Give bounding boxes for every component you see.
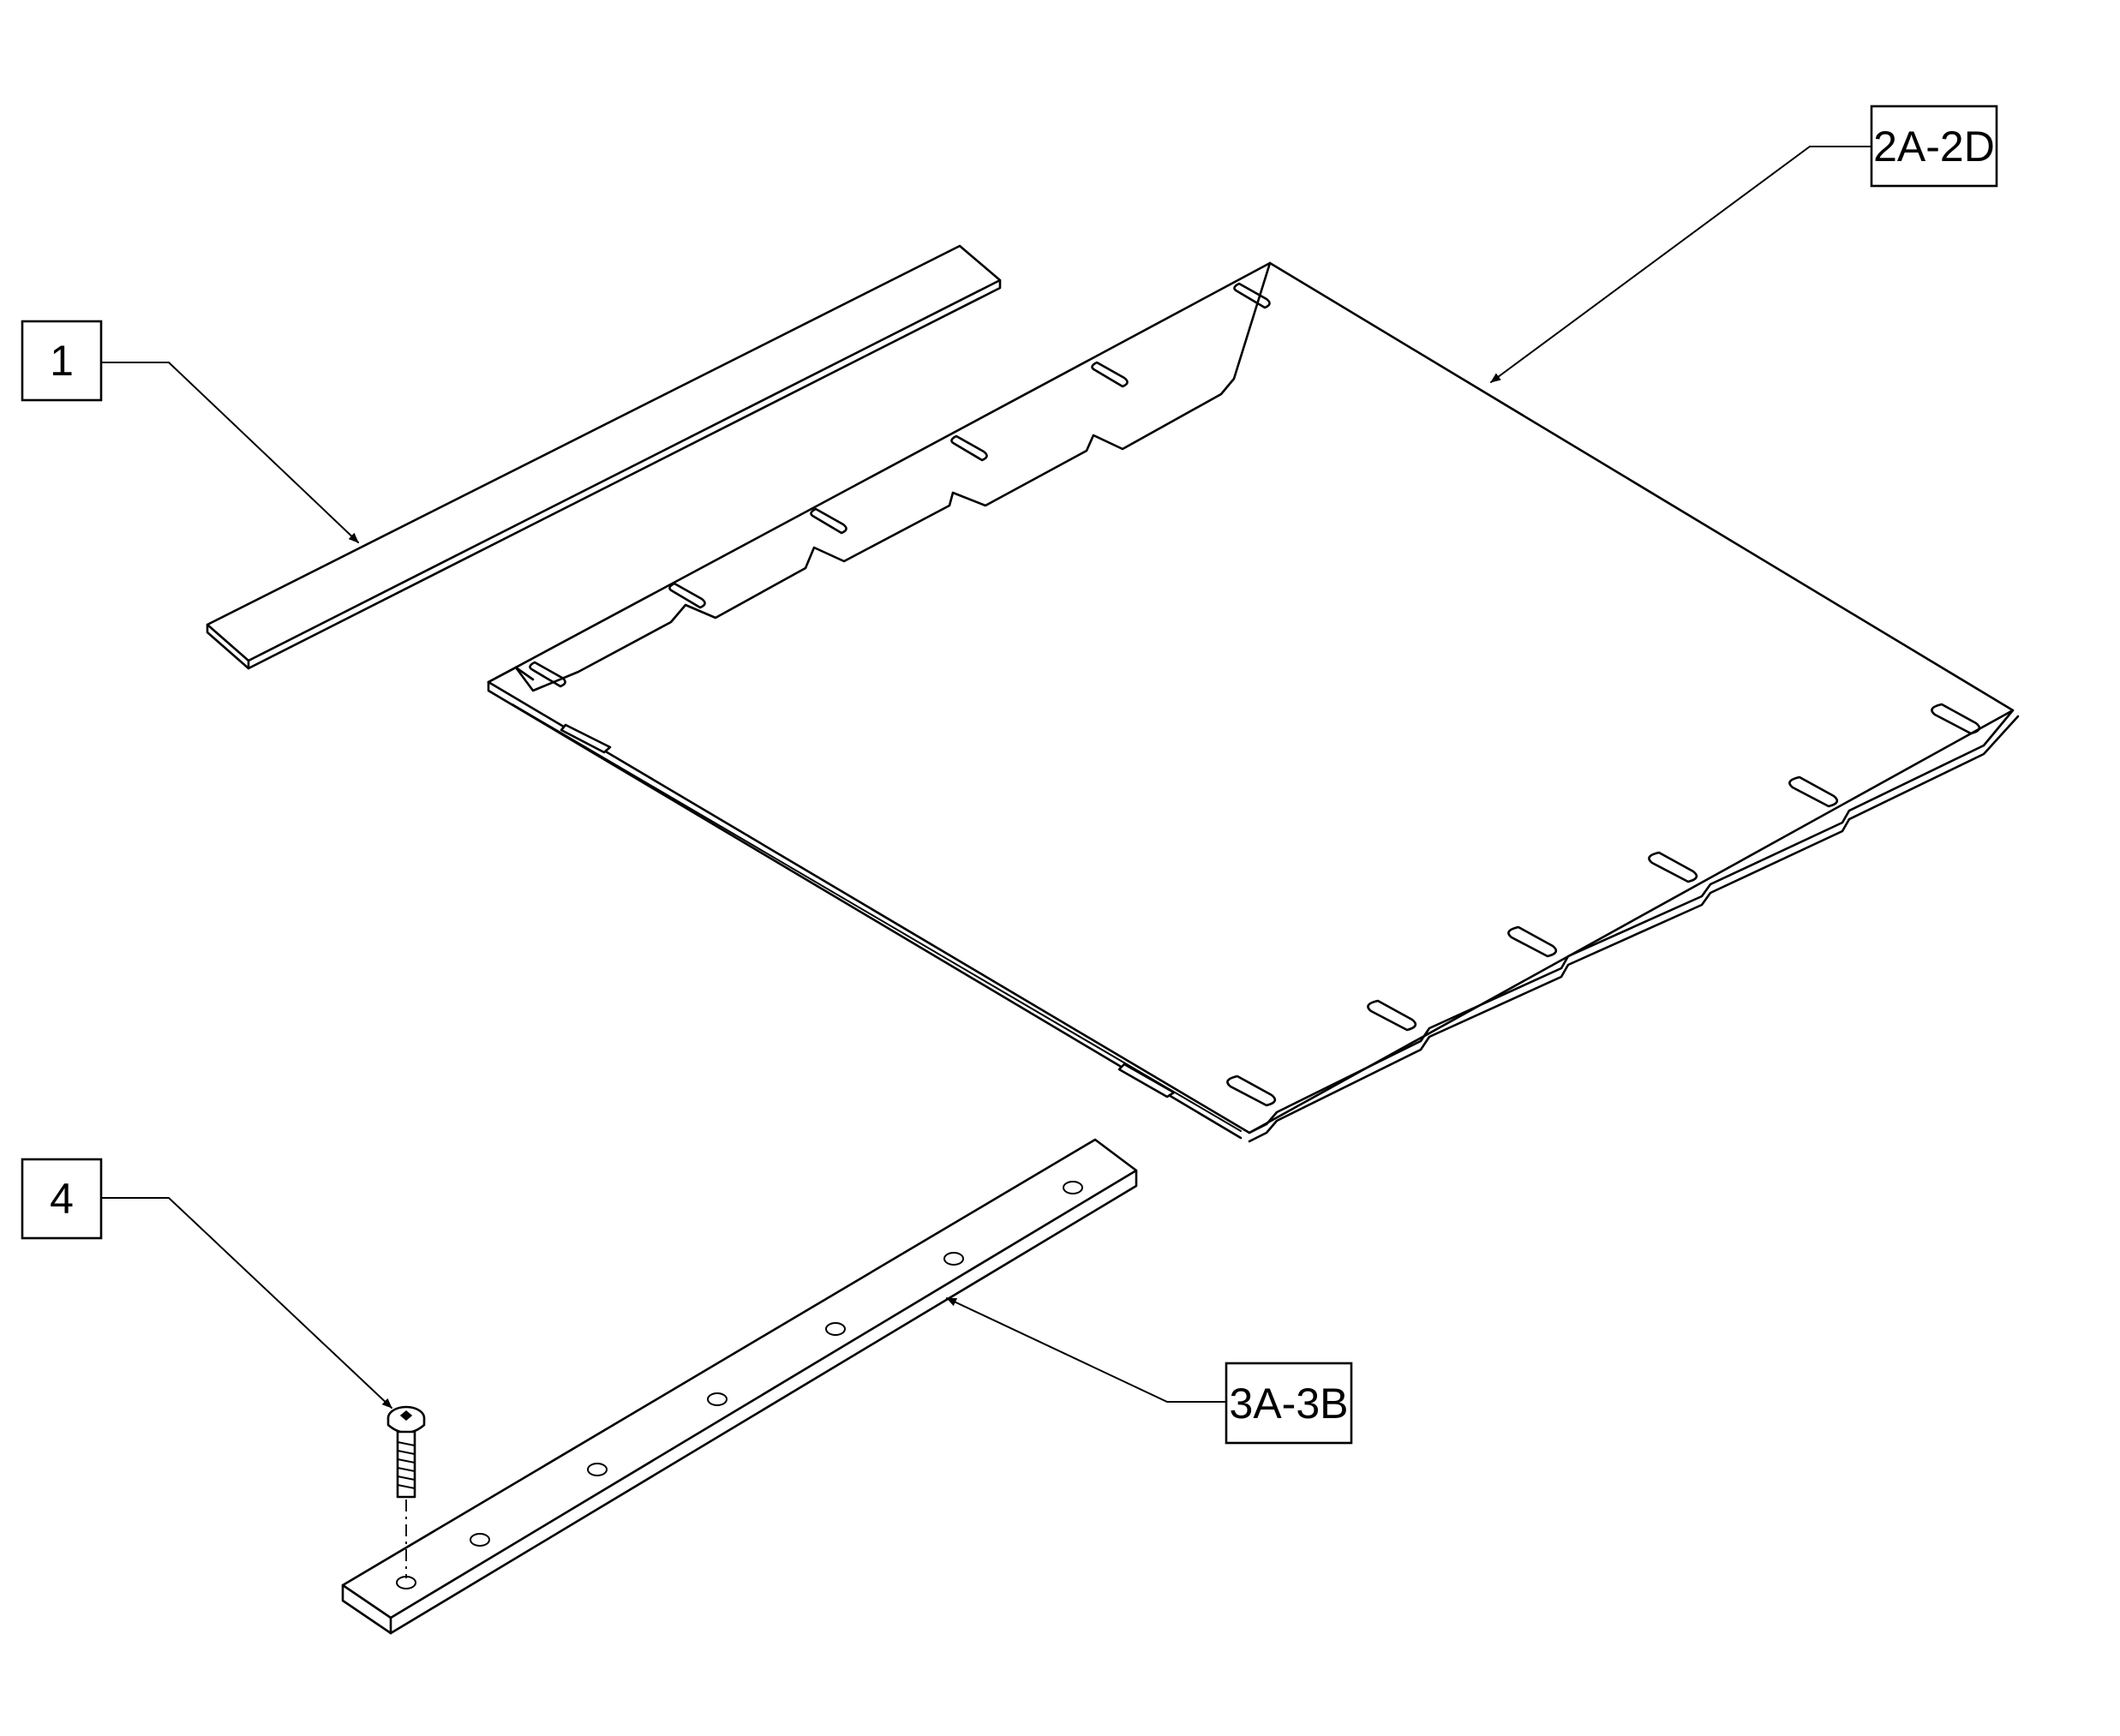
callout-label-2: 2A-2D — [1873, 123, 1995, 171]
callout-part-3[interactable]: 3A-3B — [1225, 1362, 1353, 1445]
callout-label-3: 3A-3B — [1230, 1380, 1349, 1428]
slot-row-right — [1226, 703, 1981, 1107]
callout-part-1[interactable]: 1 — [21, 320, 103, 402]
part-1-strip — [206, 244, 1002, 670]
leader-lines — [100, 146, 1872, 1409]
part-3-bar — [341, 1138, 1138, 1635]
callout-label-1: 1 — [50, 337, 74, 385]
callout-label-4: 4 — [50, 1175, 74, 1223]
callout-part-2[interactable]: 2A-2D — [1870, 105, 1998, 188]
part-4-screw — [386, 1405, 426, 1578]
part-2-panel — [487, 261, 2020, 1143]
slot-row-left — [529, 282, 1271, 688]
callout-part-4[interactable]: 4 — [21, 1158, 103, 1240]
bar-holes — [396, 1181, 1083, 1589]
